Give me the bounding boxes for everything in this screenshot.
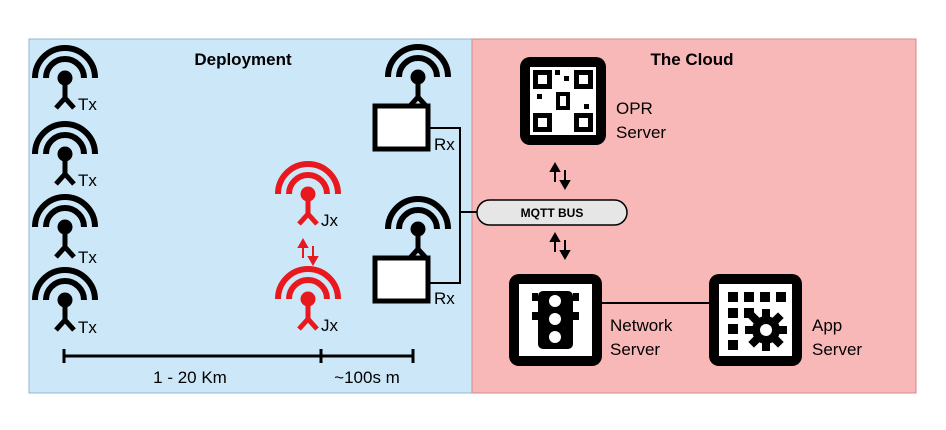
network-server-label: Server bbox=[610, 340, 660, 359]
receiver-label: Rx bbox=[434, 135, 455, 154]
cloud-title: The Cloud bbox=[650, 50, 733, 69]
transmitter-label: Tx bbox=[78, 95, 97, 114]
deployment-region bbox=[28, 38, 473, 394]
app-server-label: App bbox=[812, 316, 842, 335]
network-server-label: Network bbox=[610, 316, 673, 335]
app-server-label: Server bbox=[812, 340, 862, 359]
distance-label-short: ~100s m bbox=[334, 368, 400, 387]
jammer-label: Jx bbox=[321, 316, 339, 335]
transmitter-label: Tx bbox=[78, 318, 97, 337]
receiver-link-line bbox=[426, 127, 461, 284]
network-server-icon bbox=[509, 274, 602, 366]
mqtt-bus bbox=[476, 199, 628, 226]
bus-network-arrows-icon bbox=[549, 231, 571, 261]
distance-label-long: 1 - 20 Km bbox=[153, 368, 227, 387]
opr-server-label: OPR bbox=[616, 99, 653, 118]
jammer-arrows-icon bbox=[297, 237, 319, 267]
receiver-label: Rx bbox=[434, 289, 455, 308]
jammer-label: Jx bbox=[321, 211, 339, 230]
opr-server-label: Server bbox=[616, 123, 666, 142]
receiver-gateway-icon bbox=[372, 199, 448, 304]
transmitter-label: Tx bbox=[78, 171, 97, 190]
app-server-icon bbox=[709, 274, 802, 366]
opr-server-icon bbox=[520, 57, 606, 145]
mqtt-bus-label: MQTT BUS bbox=[521, 206, 584, 220]
transmitter-label: Tx bbox=[78, 248, 97, 267]
deployment-title: Deployment bbox=[194, 50, 292, 69]
distance-scale bbox=[62, 349, 415, 363]
opr-bus-arrows-icon bbox=[549, 161, 571, 191]
